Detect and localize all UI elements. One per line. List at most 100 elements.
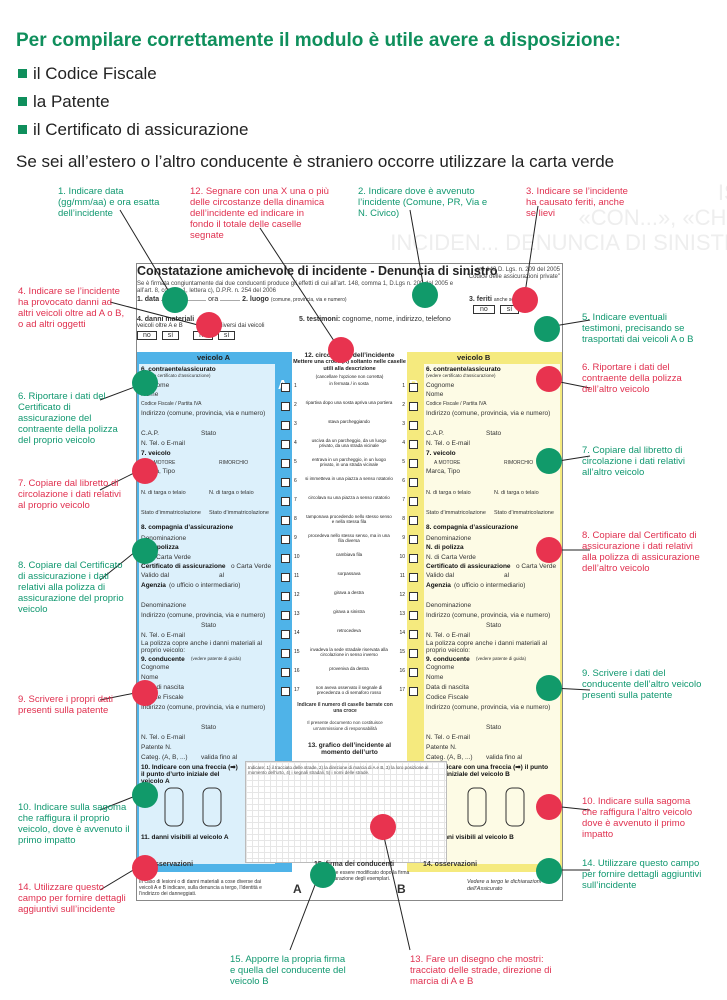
b-valid-to-field[interactable]: al	[504, 572, 510, 579]
circumstance-b-checkbox[interactable]	[409, 630, 418, 639]
b-driver-state-field[interactable]: Stato	[486, 724, 502, 731]
circumstance-b-checkbox[interactable]	[409, 478, 418, 487]
b-make-field[interactable]: Marca, Tipo	[426, 468, 460, 475]
a-birthdate-field[interactable]: Data di nascita	[141, 684, 184, 691]
b-license-field[interactable]: Patente N.	[426, 744, 457, 751]
a-driver-phone-field[interactable]: N. Tel. o E-mail	[141, 734, 185, 741]
circumstance-a-checkbox[interactable]	[281, 573, 290, 582]
b-taxcode-field[interactable]: Codice Fiscale / Partita IVA	[426, 401, 487, 407]
circumstance-a-checkbox[interactable]	[281, 402, 290, 411]
b-trailer-reg-state-field[interactable]: Stato d’immatricolazione	[494, 510, 554, 516]
a-plate-field[interactable]: N. di targa o telaio	[141, 490, 186, 496]
b-driver-address-field[interactable]: Indirizzo (comune, provincia, via e nume…	[426, 704, 551, 711]
a-agency-field[interactable]: Agenzia	[141, 582, 166, 589]
circumstance-a-checkbox[interactable]	[281, 592, 290, 601]
b-zip-field[interactable]: C.A.P.	[426, 430, 444, 437]
circumstance-a-checkbox[interactable]	[281, 668, 290, 677]
b-agency-name-field[interactable]: Denominazione	[426, 602, 472, 609]
a-company-field[interactable]: Denominazione	[141, 535, 187, 542]
a-zip-field[interactable]: C.A.P.	[141, 430, 159, 437]
a-policy-field[interactable]: N. di polizza	[141, 544, 179, 551]
circumstance-a-checkbox[interactable]	[281, 383, 290, 392]
circumstance-a-checkbox[interactable]	[281, 687, 290, 696]
circumstance-b-checkbox[interactable]	[409, 687, 418, 696]
b-driver-taxcode-field[interactable]: Codice Fiscale	[426, 694, 469, 701]
a-driver-surname-field[interactable]: Cognome	[141, 664, 170, 671]
b-address-field[interactable]: Indirizzo (comune, provincia, via e nume…	[426, 410, 551, 417]
b-agency-state-field[interactable]: Stato	[486, 622, 502, 629]
circumstance-b-checkbox[interactable]	[409, 516, 418, 525]
car-outline-icon[interactable]	[161, 784, 231, 832]
b-driver-surname-field[interactable]: Cognome	[426, 664, 455, 671]
b-agency-address-field[interactable]: Indirizzo (comune, provincia, via e nume…	[426, 612, 551, 619]
circumstance-b-checkbox[interactable]	[409, 459, 418, 468]
circumstance-b-checkbox[interactable]	[409, 497, 418, 506]
vehicles-no-checkbox[interactable]: no	[137, 331, 157, 340]
circumstance-a-checkbox[interactable]	[281, 459, 290, 468]
b-license-valid-field[interactable]: valida fino al	[486, 754, 523, 761]
circumstance-b-checkbox[interactable]	[409, 592, 418, 601]
a-state-field[interactable]: Stato	[201, 430, 217, 437]
b-valid-from-field[interactable]: Valido dal	[426, 572, 455, 579]
circumstance-b-checkbox[interactable]	[409, 440, 418, 449]
time-field[interactable]	[220, 300, 241, 301]
b-greencard-field[interactable]: N. di Carta Verde	[426, 554, 476, 561]
b-birthdate-field[interactable]: Data di nascita	[426, 684, 469, 691]
b-phone-field[interactable]: N. Tel. o E-mail	[426, 440, 470, 447]
car-outline-icon[interactable]	[464, 784, 534, 832]
circumstance-a-checkbox[interactable]	[281, 554, 290, 563]
a-valid-from-field[interactable]: Valido dal	[141, 572, 170, 579]
b-driver-name-field[interactable]: Nome	[426, 674, 444, 681]
b-state-field[interactable]: Stato	[486, 430, 502, 437]
sketch-area[interactable]: Indicare: 1) il tracciato delle strade, …	[245, 761, 447, 863]
a-valid-to-field[interactable]: al	[219, 572, 225, 579]
a-agency-state-field[interactable]: Stato	[201, 622, 217, 629]
a-taxcode-field[interactable]: Codice Fiscale / Partita IVA	[141, 401, 202, 407]
circumstance-a-checkbox[interactable]	[281, 535, 290, 544]
circumstance-b-checkbox[interactable]	[409, 535, 418, 544]
circumstance-a-checkbox[interactable]	[281, 440, 290, 449]
b-reg-state-field[interactable]: Stato d’immatricolazione	[426, 510, 486, 516]
a-trailer-reg-state-field[interactable]: Stato d’immatricolazione	[209, 510, 269, 516]
circumstance-b-checkbox[interactable]	[409, 383, 418, 392]
circumstance-a-checkbox[interactable]	[281, 497, 290, 506]
b-agency-field[interactable]: Agenzia	[426, 582, 451, 589]
circumstance-a-checkbox[interactable]	[281, 516, 290, 525]
b-name-field[interactable]: Nome	[426, 391, 444, 398]
circumstance-a-checkbox[interactable]	[281, 478, 290, 487]
objects-yes-checkbox[interactable]: sì	[217, 331, 236, 340]
b-category-field[interactable]: Categ. (A, B, ...)	[426, 754, 473, 761]
injuries-no-checkbox[interactable]: no	[473, 305, 495, 314]
a-reg-state-field[interactable]: Stato d’immatricolazione	[141, 510, 201, 516]
b-trailer-plate-field[interactable]: N. di targa o telaio	[494, 490, 539, 496]
observations-a[interactable]: 14. osservazioni	[139, 861, 194, 868]
a-driver-name-field[interactable]: Nome	[141, 674, 159, 681]
b-agency-phone-field[interactable]: N. Tel. o E-mail	[426, 632, 470, 639]
a-agency-phone-field[interactable]: N. Tel. o E-mail	[141, 632, 185, 639]
a-greencard-field[interactable]: N. di Carta Verde	[141, 554, 191, 561]
a-phone-field[interactable]: N. Tel. o E-mail	[141, 440, 185, 447]
a-driver-taxcode-field[interactable]: Codice Fiscale	[141, 694, 184, 701]
circumstance-a-checkbox[interactable]	[281, 421, 290, 430]
a-agency-address-field[interactable]: Indirizzo (comune, provincia, via e nume…	[141, 612, 266, 619]
circumstance-a-checkbox[interactable]	[281, 649, 290, 658]
b-plate-field[interactable]: N. di targa o telaio	[426, 490, 471, 496]
circumstance-b-checkbox[interactable]	[409, 649, 418, 658]
circumstance-b-checkbox[interactable]	[409, 554, 418, 563]
a-address-field[interactable]: Indirizzo (comune, provincia, via e nume…	[141, 410, 266, 417]
a-driver-address-field[interactable]: Indirizzo (comune, provincia, via e nume…	[141, 704, 266, 711]
a-license-valid-field[interactable]: valida fino al	[201, 754, 238, 761]
a-license-field[interactable]: Patente N.	[141, 744, 172, 751]
circumstance-a-checkbox[interactable]	[281, 630, 290, 639]
injuries-yes-checkbox[interactable]: sì	[499, 305, 520, 314]
b-surname-field[interactable]: Cognome	[426, 382, 455, 389]
circumstance-b-checkbox[interactable]	[409, 573, 418, 582]
a-driver-state-field[interactable]: Stato	[201, 724, 217, 731]
a-trailer-plate-field[interactable]: N. di targa o telaio	[209, 490, 254, 496]
circumstance-b-checkbox[interactable]	[409, 668, 418, 677]
a-agency-name-field[interactable]: Denominazione	[141, 602, 187, 609]
a-category-field[interactable]: Categ. (A, B, ...)	[141, 754, 188, 761]
b-policy-field[interactable]: N. di polizza	[426, 544, 464, 551]
b-company-field[interactable]: Denominazione	[426, 535, 472, 542]
circumstance-b-checkbox[interactable]	[409, 402, 418, 411]
